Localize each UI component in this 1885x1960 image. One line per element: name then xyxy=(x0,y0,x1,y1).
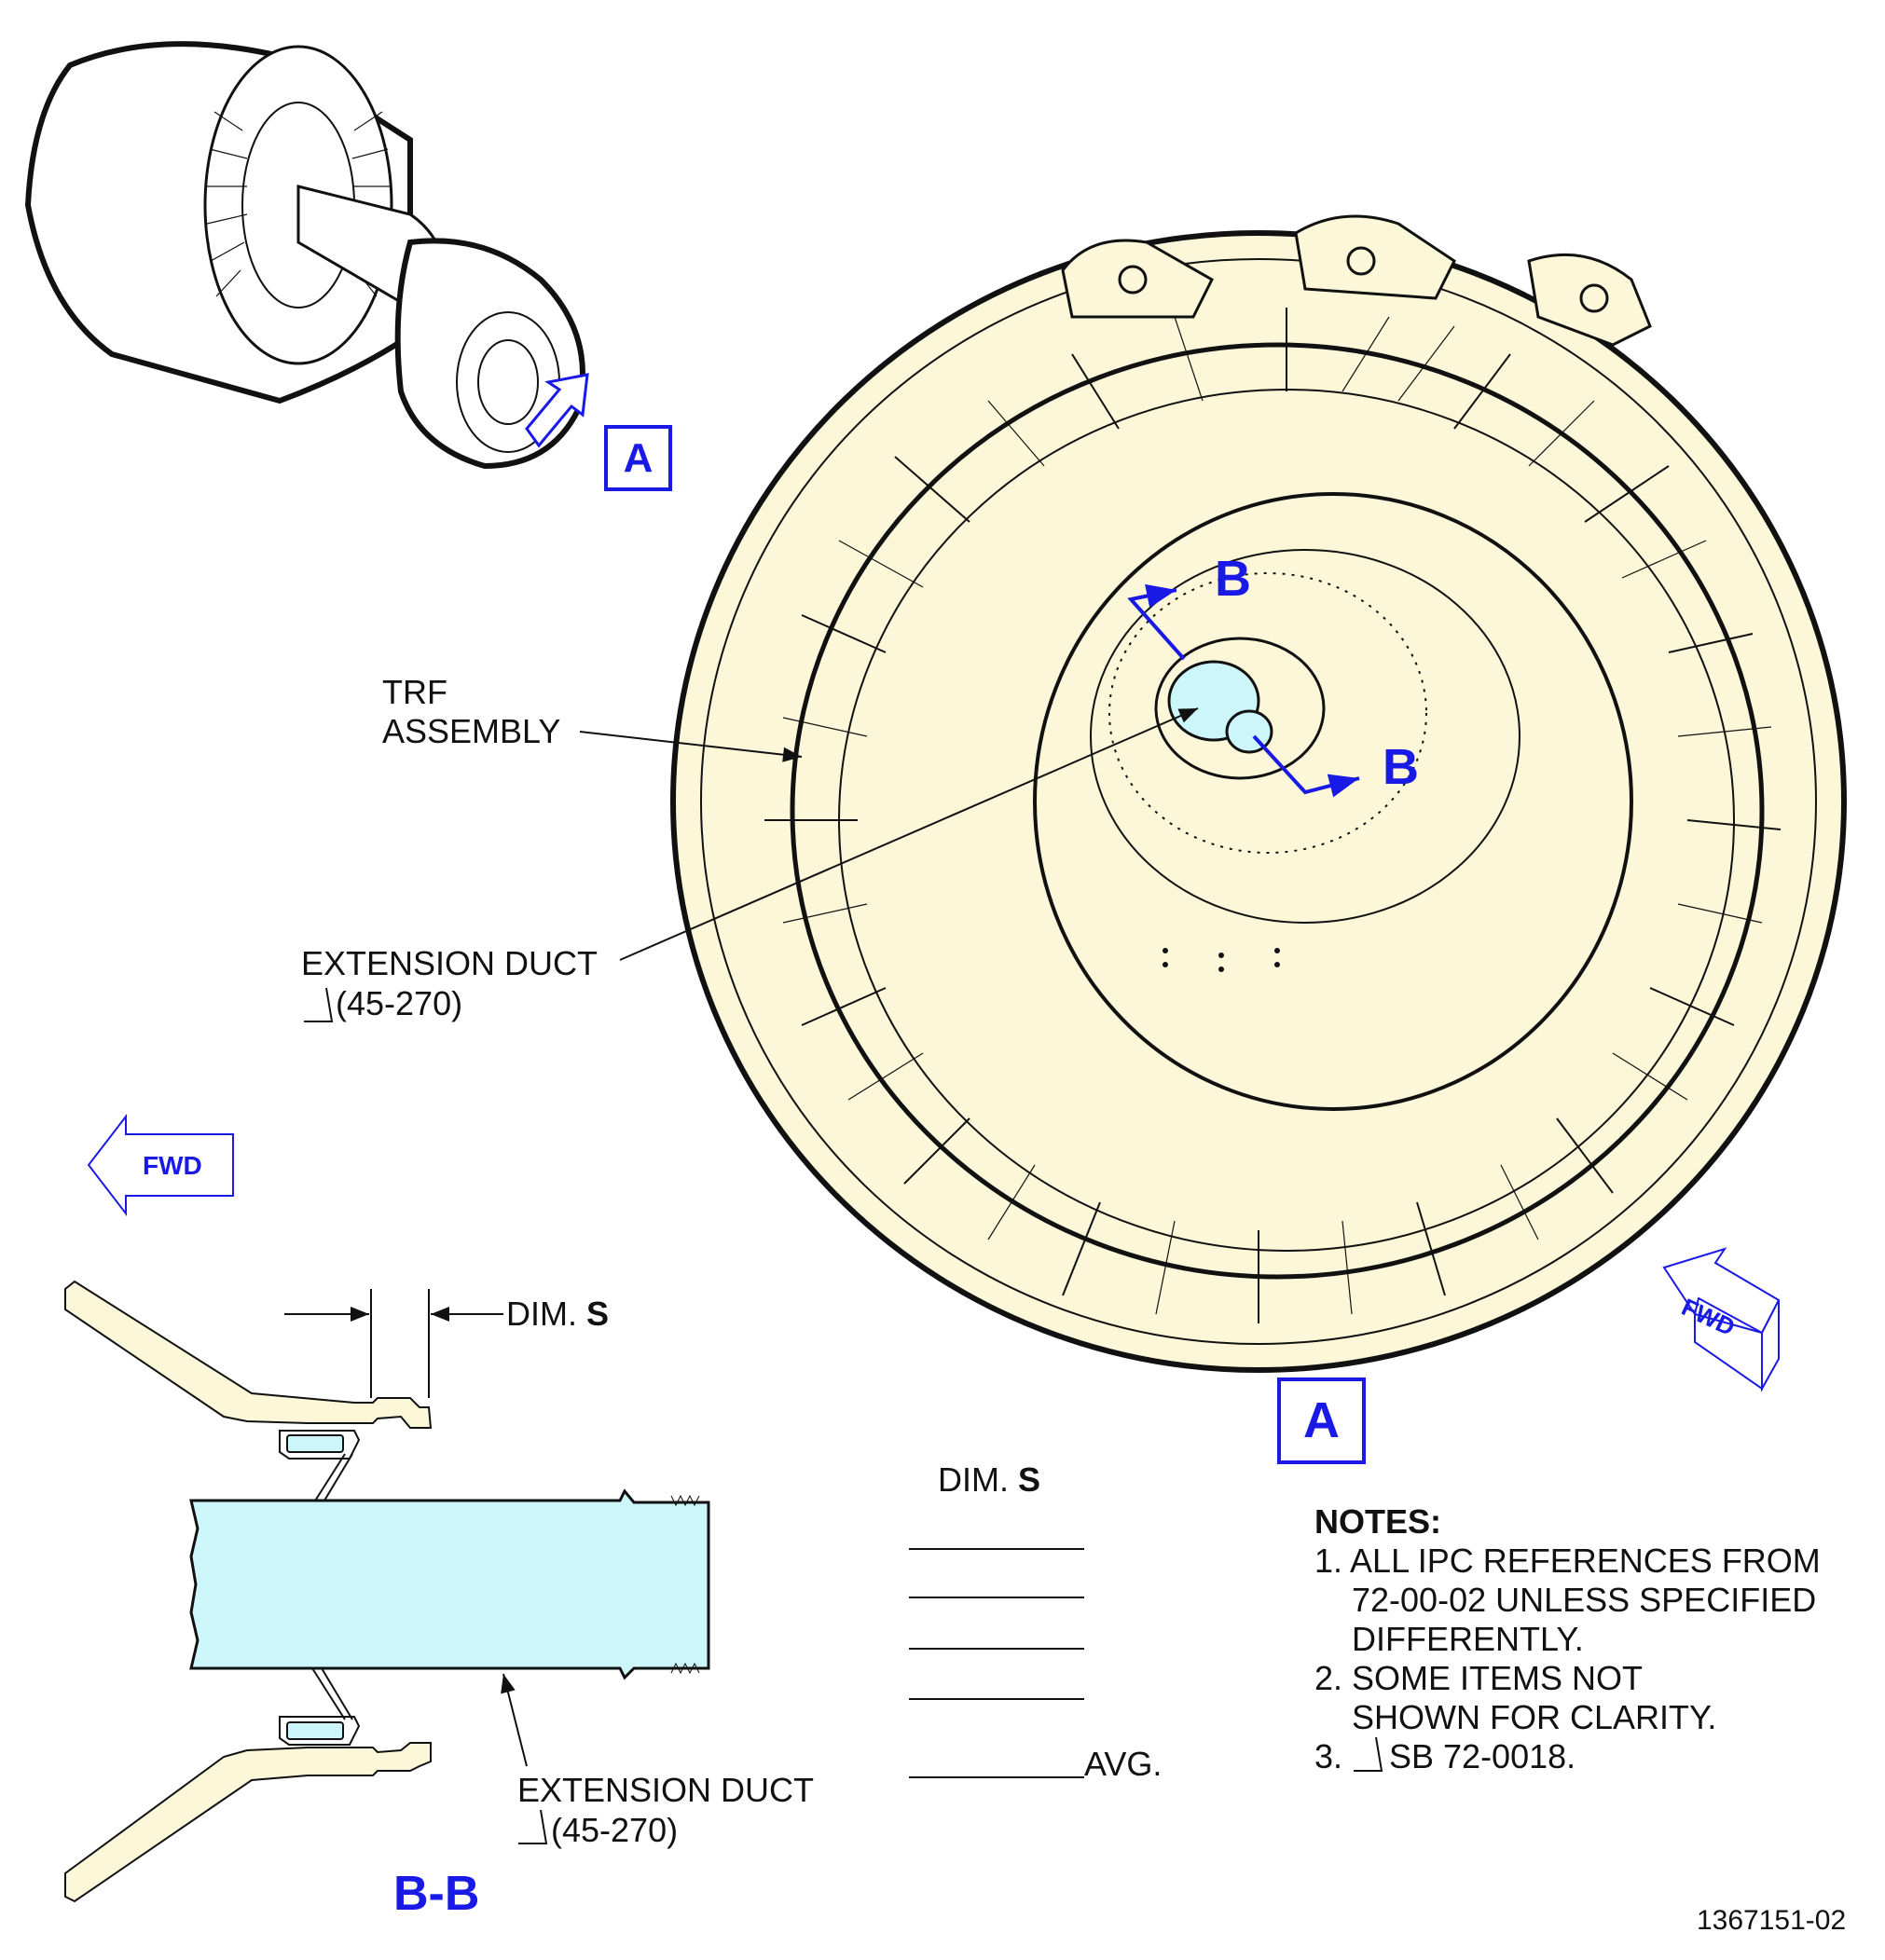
cut-line-b-right-label: B xyxy=(1383,739,1419,795)
note-2-line2: SHOWN FOR CLARITY. xyxy=(1352,1698,1717,1736)
trf-assembly-label-line1: TRF xyxy=(382,673,447,711)
dim-s-label: DIM. S xyxy=(506,1295,609,1334)
note-3-text: SB 72-0018. xyxy=(1389,1737,1576,1775)
note-1-line2: 72-00-02 UNLESS SPECIFIED xyxy=(1352,1581,1817,1619)
fwd-arrow-right-3d xyxy=(1662,1247,1781,1392)
dim-s-table-header-letter: S xyxy=(1018,1460,1041,1499)
extension-duct-section-label-line1: EXTENSION DUCT xyxy=(517,1771,815,1809)
engine-overview-illustration xyxy=(24,41,585,470)
extension-duct-label-line1: EXTENSION DUCT xyxy=(301,944,599,982)
dim-s-table-header: DIM. S xyxy=(938,1460,1040,1500)
view-a-pointer-arrow xyxy=(525,373,589,448)
view-a-large-label: A xyxy=(1277,1377,1366,1464)
trf-assembly-label-line2: ASSEMBLY xyxy=(382,712,561,750)
view-a-small-label: A xyxy=(604,425,672,491)
dim-s-label-prefix: DIM. xyxy=(506,1295,577,1333)
section-cut-line-b xyxy=(1127,583,1360,798)
trf-assembly-illustration xyxy=(670,214,1847,1373)
notes-title: NOTES: xyxy=(1314,1502,1442,1541)
extension-duct-label-line2: (45-270) xyxy=(336,984,463,1022)
note-1-line1: 1. ALL IPC REFERENCES FROM xyxy=(1314,1542,1821,1580)
fwd-left-label: FWD xyxy=(143,1151,202,1180)
dimension-s-lines xyxy=(284,1289,528,1767)
fwd-arrow-left xyxy=(87,1114,234,1216)
note-1-line3: DIFFERENTLY. xyxy=(1352,1620,1584,1658)
section-b-b-title: B-B xyxy=(393,1867,480,1921)
avg-label: AVG. xyxy=(1084,1745,1163,1783)
dim-s-table-header-prefix: DIM. xyxy=(938,1460,1009,1499)
extension-duct-section-label-line2: (45-270) xyxy=(551,1811,679,1849)
dim-s-entry-lines xyxy=(909,1548,1084,1778)
leader-lines-main xyxy=(579,707,1199,961)
cut-line-b-top-label: B xyxy=(1215,551,1251,607)
figure-number: 1367151-02 xyxy=(1697,1905,1847,1936)
note-2-line1: 2. SOME ITEMS NOT xyxy=(1314,1659,1644,1697)
sb-flag-marks xyxy=(304,987,1383,1844)
note-3-prefix: 3. xyxy=(1314,1737,1343,1775)
dim-s-label-letter: S xyxy=(586,1295,610,1333)
section-b-b-view xyxy=(64,1280,710,1903)
